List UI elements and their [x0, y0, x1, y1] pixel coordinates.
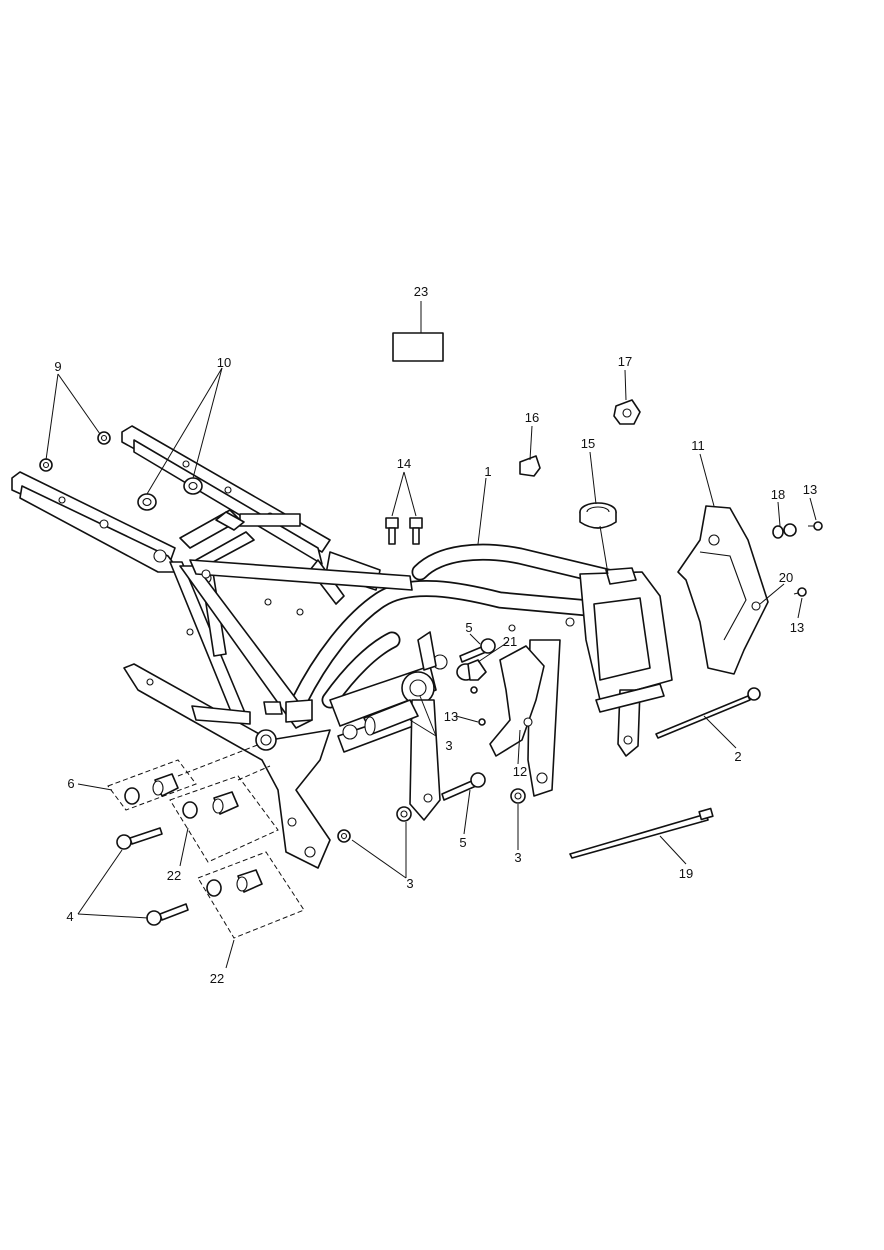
bush-22[interactable]	[182, 791, 263, 897]
callout-22-a: 22	[167, 868, 181, 883]
callout-5-a: 5	[465, 620, 472, 635]
callout-22-b: 22	[210, 971, 224, 986]
grommet-10[interactable]	[137, 477, 203, 511]
callout-3-b: 3	[514, 850, 521, 865]
callout-1: 1	[484, 464, 491, 479]
leader-lines	[45, 301, 817, 969]
callout-20: 20	[779, 570, 793, 585]
callout-13-b: 13	[790, 620, 804, 635]
bush-6[interactable]	[124, 773, 179, 805]
cable-clip-16[interactable]	[519, 455, 541, 477]
callout-19: 19	[679, 866, 693, 881]
bolts-14[interactable]	[385, 517, 423, 545]
nut-3[interactable]	[337, 788, 526, 843]
side-cover-11[interactable]	[677, 505, 769, 675]
callout-4: 4	[66, 909, 73, 924]
callout-21: 21	[503, 634, 517, 649]
callout-13-c: 13	[444, 709, 458, 724]
dashed-group-boxes	[107, 743, 305, 939]
screw-13[interactable]	[470, 521, 823, 726]
spacer-21[interactable]	[456, 659, 487, 681]
callout-2: 2	[734, 749, 741, 764]
bracket-12[interactable]	[489, 645, 545, 757]
callout-11: 11	[691, 438, 705, 453]
callout-labels: 23 9 10 17 16 15 11 14 1 18 13 20 13 5 2…	[54, 284, 817, 986]
bush-18[interactable]	[772, 523, 797, 539]
grommet-15[interactable]	[579, 502, 617, 529]
callout-9: 9	[54, 359, 61, 374]
bolt-5[interactable]	[441, 638, 496, 801]
label-plate-23[interactable]	[392, 332, 444, 362]
spindle-2[interactable]	[655, 687, 761, 739]
cable-tie-19[interactable]	[569, 807, 714, 859]
callout-10: 10	[217, 355, 231, 370]
callout-12: 12	[513, 764, 527, 779]
callout-6: 6	[67, 776, 74, 791]
callout-14: 14	[397, 456, 411, 471]
callout-3-a: 3	[445, 738, 452, 753]
callout-5-b: 5	[459, 835, 466, 850]
callout-18: 18	[771, 487, 785, 502]
main-frame[interactable]	[11, 425, 673, 869]
callout-3-c: 3	[406, 876, 413, 891]
callout-23: 23	[414, 284, 428, 299]
callout-16: 16	[525, 410, 539, 425]
clip-17[interactable]	[613, 399, 641, 425]
callout-15: 15	[581, 436, 595, 451]
nut-9[interactable]	[39, 431, 111, 472]
callout-17: 17	[618, 354, 632, 369]
callout-13-a: 13	[803, 482, 817, 497]
bolt-4[interactable]	[116, 827, 189, 926]
